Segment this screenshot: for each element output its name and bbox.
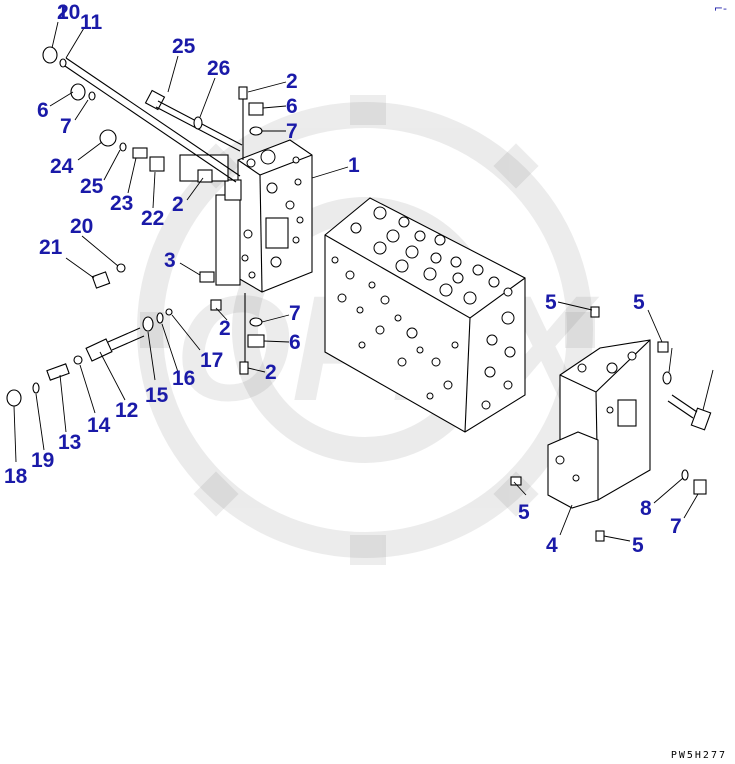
callout-7: 7 [289, 302, 301, 325]
end-section-part-4 [547, 339, 651, 509]
callout-21: 23 [110, 192, 134, 215]
callout-8: 10 [57, 1, 81, 24]
corner-mark: ⌐- [713, 2, 727, 15]
callout-5: 5 [545, 291, 557, 314]
callout-23: 25 [80, 175, 104, 198]
tie-bolt-part-26 [667, 394, 712, 431]
callout-9: 11 [80, 11, 103, 34]
callout-7: 7 [286, 120, 298, 143]
callout-11: 13 [58, 431, 82, 454]
callout-19: 21 [39, 236, 63, 259]
callout-6: 6 [289, 331, 301, 354]
callout-1: 1 [348, 154, 360, 177]
callout-5: 5 [633, 291, 645, 314]
callout-6: 7 [670, 515, 682, 538]
callout-17: 19 [31, 449, 55, 472]
callout-14: 16 [172, 367, 196, 390]
callout-4: 4 [546, 534, 558, 557]
main-valve-body [324, 197, 526, 433]
callout-18: 20 [70, 215, 94, 238]
drawing-code: PW5H277 [670, 750, 727, 761]
callout-2: 2 [219, 317, 231, 340]
leader-lines [13, 21, 714, 542]
callout-10: 12 [115, 399, 139, 422]
callout-22: 24 [50, 155, 74, 178]
callout-8: 2 [57, 1, 69, 24]
callout-3: 3 [164, 249, 176, 272]
section-block-part-1 [179, 139, 313, 293]
callout-6: 6 [286, 95, 298, 118]
callout-7: 7 [60, 115, 72, 138]
long-rod-upper [61, 57, 241, 183]
callout-2: 2 [172, 193, 184, 216]
callout-2: 2 [265, 361, 277, 384]
callout-6: 6 [37, 99, 49, 122]
callout-13: 15 [145, 384, 169, 407]
callout-7: 8 [640, 497, 652, 520]
small-hardware [6, 46, 707, 542]
callout-15: 17 [200, 349, 224, 372]
callout-5: 5 [518, 501, 530, 524]
callout-20: 22 [141, 207, 165, 230]
callout-24: 25 [172, 35, 196, 58]
callout-2: 2 [286, 70, 298, 93]
callout-25: 26 [207, 57, 231, 80]
callout-16: 18 [4, 465, 28, 488]
callout-12: 14 [87, 414, 111, 437]
callout-5: 5 [632, 534, 644, 557]
